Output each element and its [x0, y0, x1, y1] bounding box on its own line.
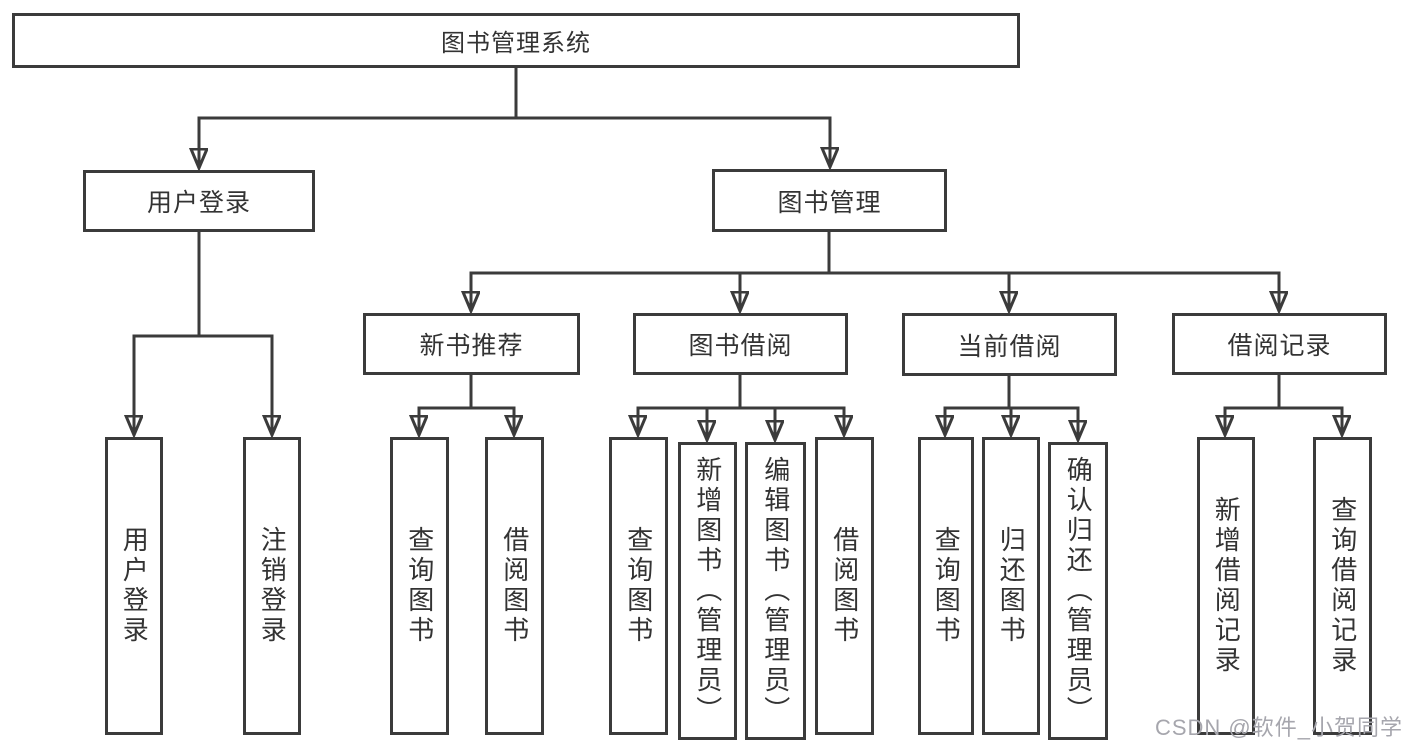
node-label: 查询图书: [623, 526, 654, 646]
node-label: 借阅记录: [1227, 332, 1332, 360]
node-label: 用户登录: [119, 526, 150, 646]
node-nb-borrow-books: 借阅图书: [485, 437, 544, 735]
node-label: 图书管理: [777, 188, 882, 217]
node-label: 归还图书: [996, 526, 1027, 646]
node-label: 确认归还（管理员）: [1063, 456, 1094, 726]
node-label: 新书推荐: [419, 332, 524, 360]
node-br-query-record: 查询借阅记录: [1313, 437, 1372, 735]
node-nb-query-books: 查询图书: [390, 437, 449, 735]
node-book-management: 图书管理: [712, 169, 947, 232]
node-label: 图书借阅: [688, 332, 793, 360]
node-user-login-leaf: 用户登录: [105, 437, 163, 735]
node-new-book-recommend: 新书推荐: [363, 313, 580, 375]
node-label: 查询借阅记录: [1327, 496, 1358, 676]
node-borrow-records: 借阅记录: [1172, 313, 1387, 375]
node-br-add-record: 新增借阅记录: [1197, 437, 1255, 735]
node-label: 当前借阅: [957, 332, 1062, 361]
node-label: 借阅图书: [499, 526, 530, 646]
node-label: 图书管理系统: [441, 30, 591, 57]
node-bb-add-book-admin: 新增图书（管理员）: [678, 442, 737, 740]
node-label: 查询图书: [931, 526, 962, 646]
node-cb-query-books: 查询图书: [918, 437, 974, 735]
node-logout: 注销登录: [243, 437, 301, 735]
node-label: 用户登录: [146, 189, 251, 217]
node-cb-return-books: 归还图书: [982, 437, 1040, 735]
node-current-borrowing: 当前借阅: [902, 313, 1117, 376]
node-library-system: 图书管理系统: [12, 13, 1020, 68]
csdn-watermark: CSDN @软件_小贺同学: [1154, 715, 1403, 740]
node-label: 新增借阅记录: [1211, 496, 1242, 676]
node-label: 注销登录: [257, 526, 288, 646]
node-label: 查询图书: [404, 526, 435, 646]
node-label: 借阅图书: [829, 526, 860, 646]
node-user-login: 用户登录: [83, 170, 315, 232]
node-bb-edit-book-admin: 编辑图书（管理员）: [745, 442, 806, 740]
node-label: 编辑图书（管理员）: [760, 456, 791, 726]
node-bb-borrow-books: 借阅图书: [815, 437, 874, 735]
node-bb-query-books: 查询图书: [609, 437, 668, 735]
node-label: 新增图书（管理员）: [692, 456, 723, 726]
node-cb-confirm-return-admin: 确认归还（管理员）: [1048, 442, 1108, 740]
node-book-borrowing: 图书借阅: [633, 313, 848, 375]
